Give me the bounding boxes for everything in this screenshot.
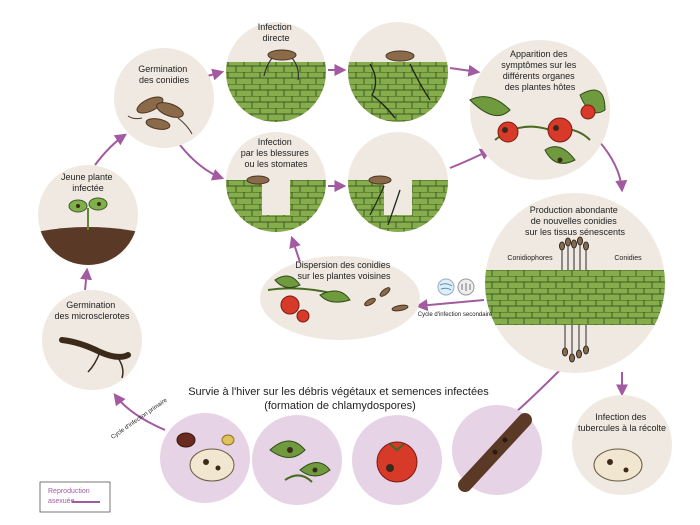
infected-tomato-plant xyxy=(469,89,606,164)
tomato-fruit xyxy=(497,121,519,143)
conidium xyxy=(246,175,270,185)
overwinter-seeds xyxy=(160,413,250,503)
arrow-survie-to-microsclerotes xyxy=(113,393,166,431)
tomato-fruit xyxy=(296,309,310,323)
svg-text:Reproduction asexuée: Reproduction asexuée xyxy=(48,488,92,505)
label-cycle-secondaire: Cycle d'infection secondaire xyxy=(418,312,493,318)
stage-production-conidies: Production abondante de nouvelles conidi… xyxy=(485,193,665,373)
secondary-cycle-marker: Cycle d'infection secondaire xyxy=(418,278,493,318)
label-cycle-primaire: Cycle d'infection primaire xyxy=(110,397,169,441)
stage-label: Dispersion des conidies sur les plantes … xyxy=(295,260,393,281)
stage-dispersion: Dispersion des conidies sur les plantes … xyxy=(260,256,420,340)
stage-label: Jeune plante infectée xyxy=(61,172,115,193)
stage-infection-blessures-1: Infection par les blessures ou les stoma… xyxy=(226,132,326,232)
arrow-direct2-to-symptoms xyxy=(449,64,481,77)
tomato-fruit xyxy=(376,441,418,483)
overwintering-section: Survie à l'hiver sur les débris végétaux… xyxy=(188,386,492,412)
tomato-fruit xyxy=(280,295,300,315)
stage-label: Germination des microsclerotes xyxy=(54,300,130,321)
flying-conidia xyxy=(364,287,409,312)
stage-infection-tubercules: Infection des tubercules à la récolte xyxy=(572,395,672,495)
wind-icon xyxy=(437,278,455,296)
seedling xyxy=(68,197,108,230)
legend-label-2: asexuée xyxy=(48,498,75,505)
stage-label: Infection directe xyxy=(258,22,295,43)
legend-label-1: Reproduction xyxy=(48,488,90,495)
conidium xyxy=(385,50,415,62)
overwinter-stem-debris xyxy=(452,405,542,495)
arrow-germ-to-blessures xyxy=(179,144,225,181)
stage-infection-directe-1: Infection directe xyxy=(226,22,326,122)
conidium xyxy=(267,49,297,61)
microsclerote-hypha xyxy=(59,337,131,379)
conidiophore-cluster-top xyxy=(559,236,589,270)
stage-label: Apparition des symptômes sur les différe… xyxy=(501,49,579,92)
overwinter-leaves xyxy=(252,415,342,505)
tomato-fruit xyxy=(547,117,573,143)
stage-label: Production abondante de nouvelles conidi… xyxy=(525,205,626,237)
arrow-jeune-to-germ xyxy=(94,133,127,166)
conidia-cluster xyxy=(127,96,193,135)
stage-apparition-symptomes: Apparition des symptômes sur les différe… xyxy=(469,40,610,180)
stage-infection-directe-2 xyxy=(348,22,448,122)
seed-large xyxy=(189,448,235,482)
survie-title: Survie à l'hiver sur les débris végétaux… xyxy=(188,386,492,412)
stage-jeune-plante: Jeune plante infectée xyxy=(38,165,138,265)
arrow-bless2-to-symptoms xyxy=(449,148,493,169)
arrow-dispersion-to-blessures xyxy=(289,235,301,263)
stage-germination-conidies: Germination des conidies xyxy=(114,48,214,148)
overwinter-tomato xyxy=(352,415,442,505)
cycle-arrows xyxy=(80,64,628,432)
label-conidiophores: Conidiophores xyxy=(507,255,553,262)
tuber xyxy=(593,448,643,482)
arrow-microsclerotes-to-jeune xyxy=(80,267,93,291)
tomato-fruit xyxy=(580,104,596,120)
arrow-secondary-to-dispersion xyxy=(415,299,485,312)
label-conidies: Conidies xyxy=(614,255,642,262)
legend: Reproduction asexuée xyxy=(39,481,111,513)
stage-label: Germination des conidies xyxy=(138,64,190,85)
conidium xyxy=(368,175,392,185)
conidiophore-cluster-bottom xyxy=(562,325,589,363)
stage-label: Infection des tubercules à la récolte xyxy=(578,412,666,433)
arrow-symptoms-to-production xyxy=(597,139,628,193)
stage-germination-microsclerotes: Germination des microsclerotes xyxy=(42,290,142,390)
stage-label: Infection par les blessures ou les stoma… xyxy=(241,137,312,169)
stage-infection-blessures-2 xyxy=(348,132,448,232)
tomato-branch xyxy=(267,275,351,323)
